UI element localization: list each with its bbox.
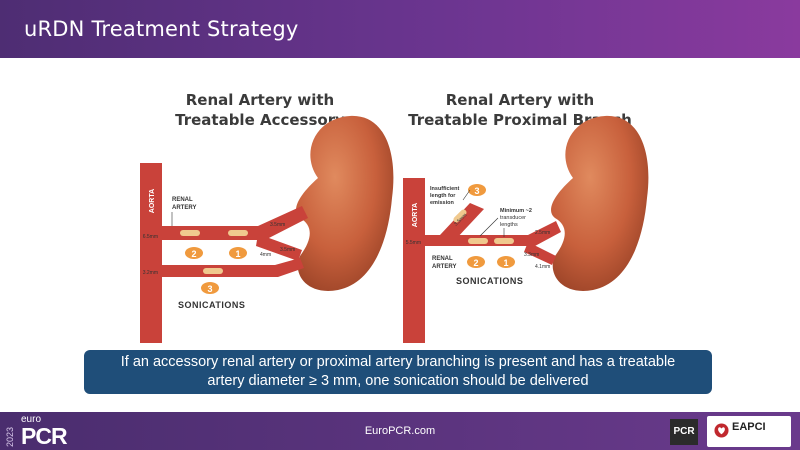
- right-minimum-line-3: lengths: [500, 222, 518, 228]
- diagram-svg: 2 1 3 AORTA RENAL ARTERY 6.5mm 3.2mm 4mm…: [140, 115, 649, 343]
- left-kidney: [296, 115, 394, 291]
- right-diameter-1: 5.5mm: [406, 240, 421, 246]
- callout-line-1: If an accessory renal artery or proximal…: [120, 354, 676, 370]
- panel-right-title-line-2: Treatable Proximal Branch: [408, 111, 632, 129]
- right-renal-artery: [423, 221, 561, 246]
- year-label: 2023: [5, 427, 15, 447]
- right-aorta: [403, 178, 425, 343]
- right-badge-1-number: 1: [503, 258, 508, 268]
- heart-icon: [714, 423, 729, 438]
- left-badge-1: [229, 247, 247, 259]
- left-aorta: [140, 163, 162, 343]
- right-balloon-2: [468, 238, 488, 244]
- europcr-logo-euro: euro: [21, 414, 42, 425]
- right-diameter-5: 4.1mm: [535, 264, 550, 270]
- year-text: 2023: [5, 427, 15, 447]
- diagram-area: Renal Artery with Treatable Accessory Re…: [0, 58, 800, 348]
- panel-left-title-line-1: Renal Artery with: [185, 91, 335, 109]
- right-minimum-line-2: transducer: [500, 215, 526, 221]
- right-balloon-1: [494, 238, 514, 244]
- right-insufficient-line-3: emission: [430, 200, 454, 206]
- left-badge-2-number: 2: [191, 249, 196, 259]
- right-insufficient-line-1: Insufficient: [430, 186, 460, 192]
- left-balloon-3: [203, 268, 223, 274]
- callout-box: If an accessory renal artery or proximal…: [84, 350, 712, 394]
- left-renal-label-2: ARTERY: [172, 205, 196, 211]
- left-panel-illustration: [140, 115, 394, 343]
- right-badge-3-number: 3: [474, 186, 479, 196]
- header-bar: uRDN Treatment Strategy: [0, 0, 800, 58]
- left-renal-label-1: RENAL: [172, 197, 193, 203]
- left-aorta-label: AORTA: [149, 189, 156, 213]
- right-renal-label-2: ARTERY: [432, 264, 456, 270]
- right-minimum-pointer-a: [479, 217, 499, 237]
- right-badge-2: [467, 256, 485, 268]
- left-balloon-2: [180, 230, 200, 236]
- pcr-badge: PCR: [670, 419, 698, 445]
- right-badge-2-number: 2: [473, 258, 478, 268]
- left-diameter-5: 3.5mm: [280, 247, 295, 253]
- right-lower-branch: [524, 242, 556, 265]
- eapci-text: EAPCI: [732, 421, 766, 433]
- left-diameter-4: 3.5mm: [270, 222, 285, 228]
- panel-right-title: Renal Artery with Treatable Proximal Bra…: [390, 90, 650, 130]
- panel-left-title-line-2: Treatable Accessory: [175, 111, 345, 129]
- slide-title: uRDN Treatment Strategy: [24, 17, 299, 41]
- right-kidney: [551, 115, 649, 291]
- footer-bar: 2023 euro PCR EuroPCR.com PCR EAPCI: [0, 412, 800, 450]
- right-panel-illustration: [403, 115, 649, 343]
- left-sonications-label: SONICATIONS: [178, 300, 245, 310]
- right-insufficient-line-2: length for: [430, 193, 456, 199]
- europcr-logo-pcr: PCR: [21, 423, 68, 449]
- eapci-logo: EAPCI: [707, 416, 791, 447]
- left-diameter-1: 6.5mm: [143, 234, 158, 240]
- right-aorta-label: AORTA: [412, 203, 419, 227]
- right-minimum-line-1: Minimum ~2: [500, 208, 532, 214]
- right-badge-3: [468, 184, 486, 196]
- right-diameter-3: 3.3mm: [524, 252, 539, 258]
- left-badge-3: [201, 282, 219, 294]
- right-diameter-4: 2.5mm: [535, 230, 550, 236]
- panel-right-title-line-1: Renal Artery with: [445, 91, 595, 109]
- callout-line-2: artery diameter ≥ 3 mm, one sonication s…: [207, 373, 589, 389]
- right-upper-branch: [440, 203, 484, 240]
- left-diameter-2: 3.2mm: [143, 270, 158, 276]
- left-diameter-3: 4mm: [260, 252, 271, 258]
- right-insufficient-pointer: [462, 189, 471, 201]
- right-sonications-label: SONICATIONS: [456, 276, 523, 286]
- right-balloon-3: [453, 209, 467, 223]
- left-badge-1-number: 1: [235, 249, 240, 259]
- left-badge-2: [185, 247, 203, 259]
- right-renal-label-1: RENAL: [432, 256, 453, 262]
- left-renal-branch: [256, 234, 302, 261]
- right-badge-1: [497, 256, 515, 268]
- left-balloon-1: [228, 230, 248, 236]
- left-badge-3-number: 3: [207, 284, 212, 294]
- footer-url[interactable]: EuroPCR.com: [364, 425, 436, 437]
- panel-left-title: Renal Artery with Treatable Accessory: [150, 90, 370, 130]
- left-accessory-artery: [160, 258, 304, 277]
